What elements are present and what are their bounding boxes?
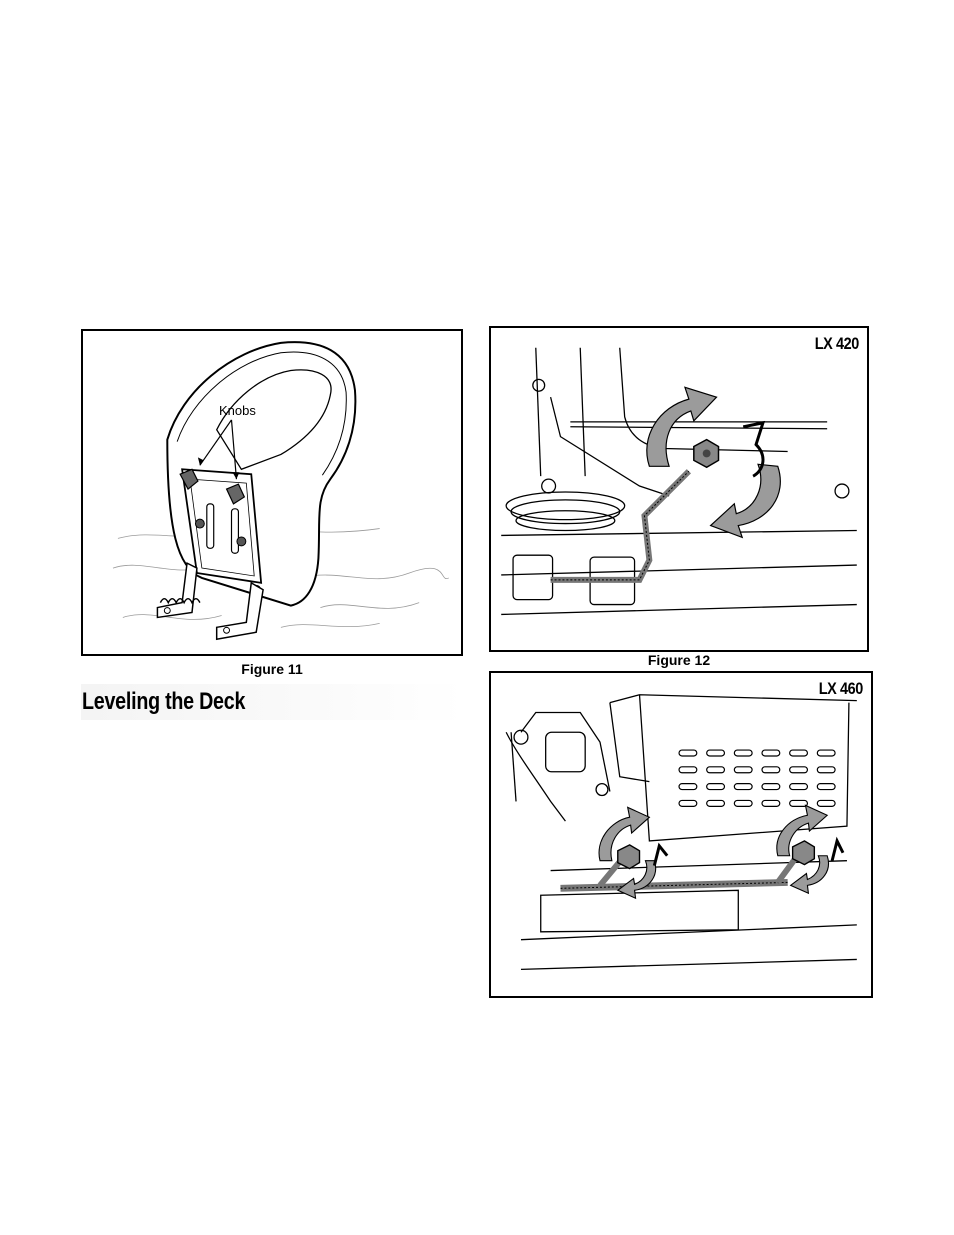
lx460-figure-illustration: LX 460 — [489, 671, 873, 998]
knobs-callout-label: Knobs — [219, 403, 256, 418]
figure-11-caption: Figure 11 — [81, 661, 463, 677]
lx420-model-label: LX 420 — [815, 334, 859, 354]
figure-12-illustration: LX 420 — [489, 326, 869, 652]
figure-11-illustration: Knobs — [81, 329, 463, 656]
seat-illustration — [83, 331, 461, 654]
lx460-model-label: LX 460 — [819, 679, 863, 699]
lx420-linkage-illustration — [491, 328, 867, 650]
figure-12-caption: Figure 12 — [489, 652, 869, 668]
section-heading: Leveling the Deck — [82, 688, 245, 716]
lx460-linkage-illustration — [491, 673, 871, 996]
